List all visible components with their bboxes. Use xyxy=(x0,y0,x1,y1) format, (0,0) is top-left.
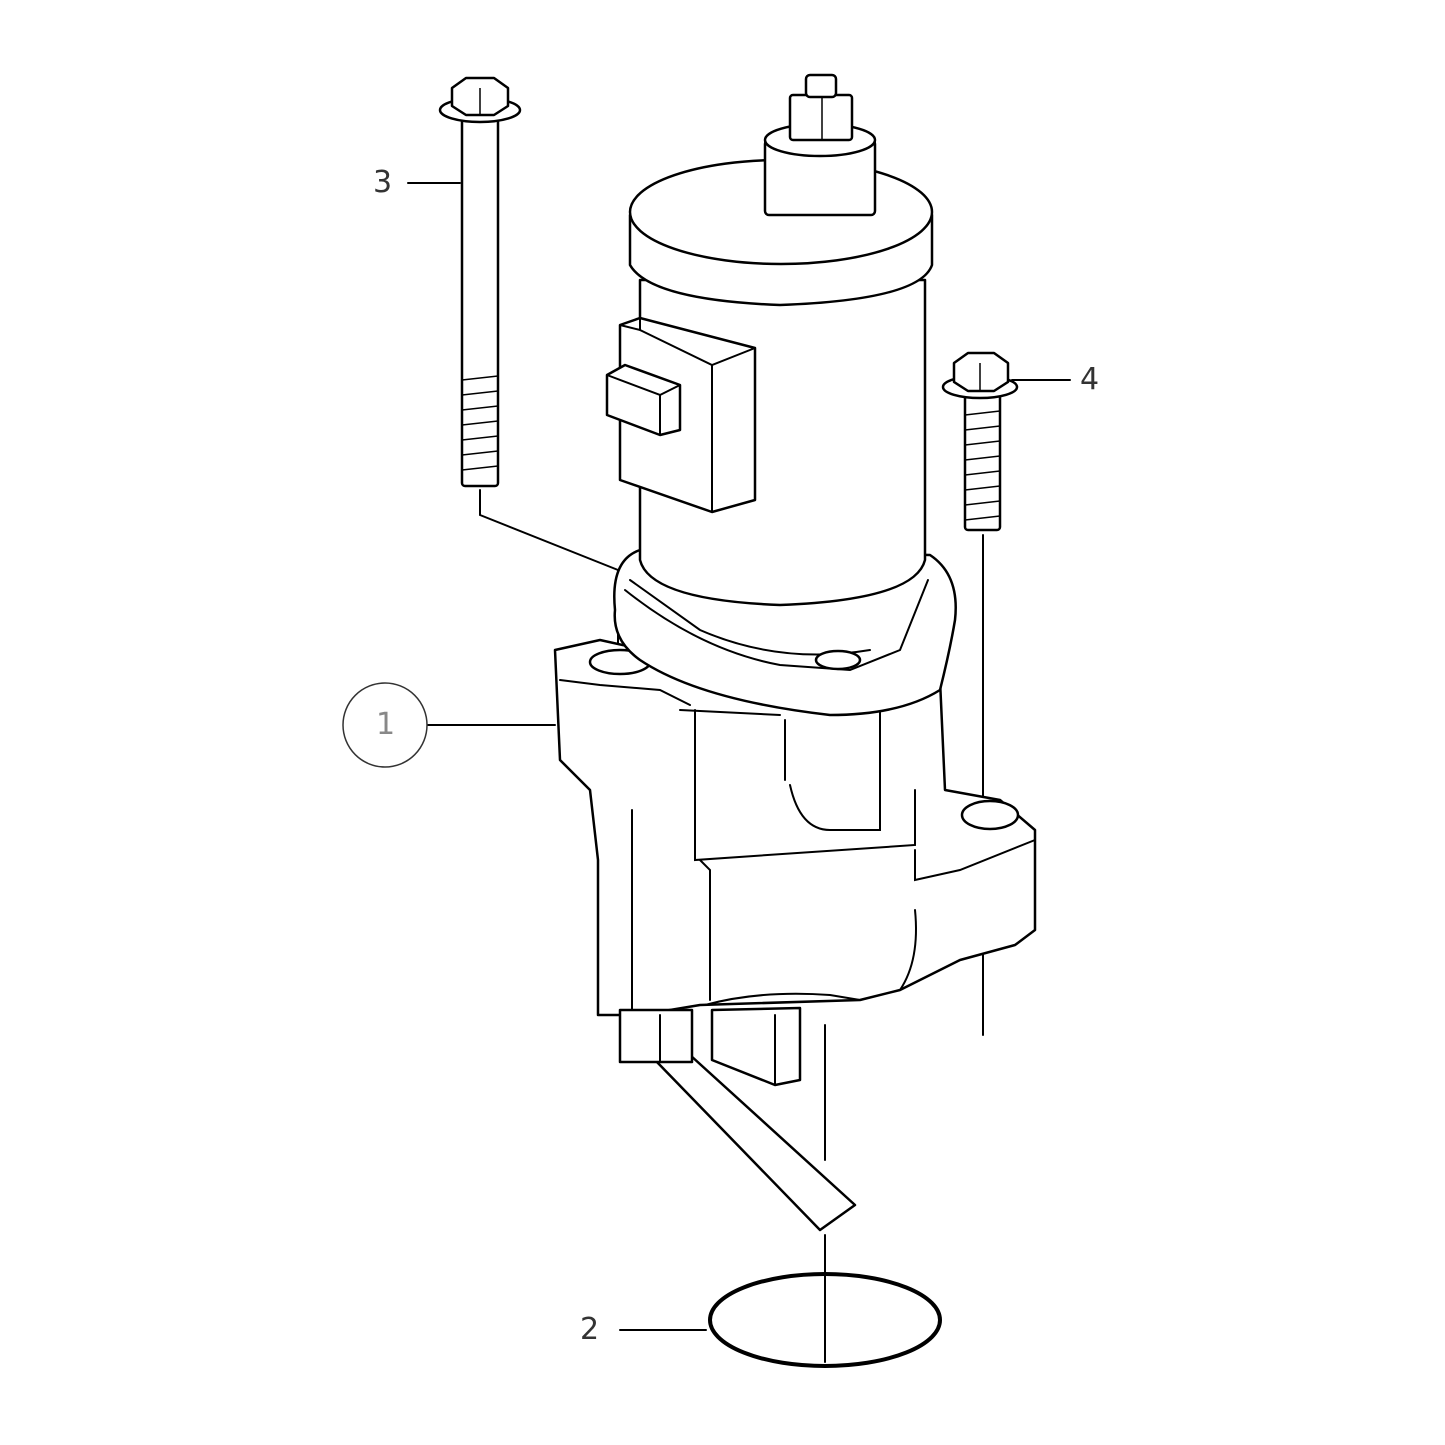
callout-label-2: 2 xyxy=(580,1312,600,1347)
callout-label-1: 1 xyxy=(376,707,396,742)
callout-label-3: 3 xyxy=(373,165,393,200)
callout-label-4: 4 xyxy=(1080,362,1100,397)
bolt-4 xyxy=(941,351,1019,532)
callout-1-circle xyxy=(342,682,428,768)
pump-housing xyxy=(553,638,1037,1017)
bolt-3 xyxy=(438,76,522,488)
outlets-and-pipe xyxy=(618,1006,857,1232)
electrical-connector xyxy=(605,316,757,514)
o-ring-2 xyxy=(708,1272,942,1368)
